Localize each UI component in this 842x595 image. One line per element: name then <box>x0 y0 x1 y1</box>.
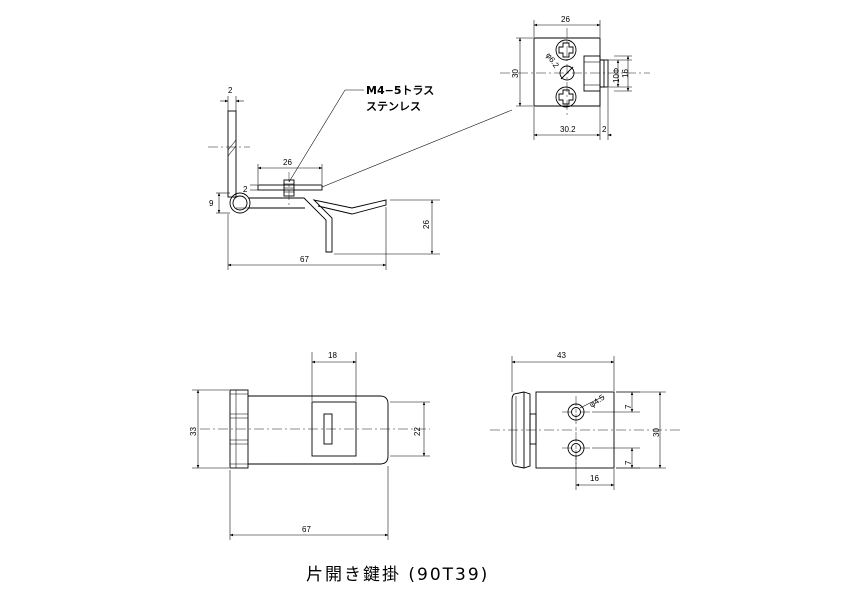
screw-head-top <box>555 39 577 61</box>
dim-30-2: 30.2 <box>560 125 576 134</box>
vertical-plate <box>227 110 237 198</box>
staple-plate <box>257 184 323 191</box>
dim-18: 18 <box>328 351 337 360</box>
dim-43: 43 <box>557 351 566 360</box>
dim-9: 9 <box>209 199 214 208</box>
front-view: 18 33 22 67 <box>189 351 430 540</box>
dim-16-detail: 16 <box>621 69 630 78</box>
staple-view: 43 7 φ4.5 30 7 16 <box>490 351 680 490</box>
dim-22: 22 <box>413 427 422 436</box>
dim-phi-6-2: φ6.2 <box>544 51 561 70</box>
dim-phi-4-5: φ4.5 <box>588 392 607 409</box>
detail-view: 26 30 φ6.2 10Φ 16 30.2 2 <box>500 15 650 140</box>
section-view: 2 26 2 9 26 67 M4−5トラス ステンレス <box>208 84 513 270</box>
dim-7-bottom: 7 <box>624 460 633 465</box>
drawing-title: 片開き鍵掛 (90T39) <box>306 565 490 585</box>
dim-26-staple: 26 <box>283 158 292 167</box>
screw-head-bottom <box>555 86 577 108</box>
dim-thickness-2: 2 <box>228 86 233 95</box>
hasp-body <box>248 395 389 465</box>
dim-2-detail: 2 <box>602 125 607 134</box>
dim-16-side: 16 <box>590 474 599 483</box>
dim-2-plate: 2 <box>243 185 248 194</box>
dim-33: 33 <box>189 427 198 436</box>
hasp-plate <box>249 197 387 253</box>
note-material: ステンレス <box>366 100 421 113</box>
dim-67-front: 67 <box>302 525 311 534</box>
dim-10-phi: 10Φ <box>612 68 621 83</box>
dim-30-side: 30 <box>652 428 661 437</box>
detail-plate <box>533 37 605 107</box>
dim-26-detail: 26 <box>561 15 570 24</box>
dim-26-height: 26 <box>422 220 431 229</box>
dim-30-detail: 30 <box>511 69 520 78</box>
dim-7-top: 7 <box>624 404 633 409</box>
hinge-strip <box>229 389 249 469</box>
note-screw-spec: M4−5トラス <box>366 84 434 97</box>
hinge-knuckle <box>229 192 251 214</box>
dim-67-section: 67 <box>300 255 309 264</box>
